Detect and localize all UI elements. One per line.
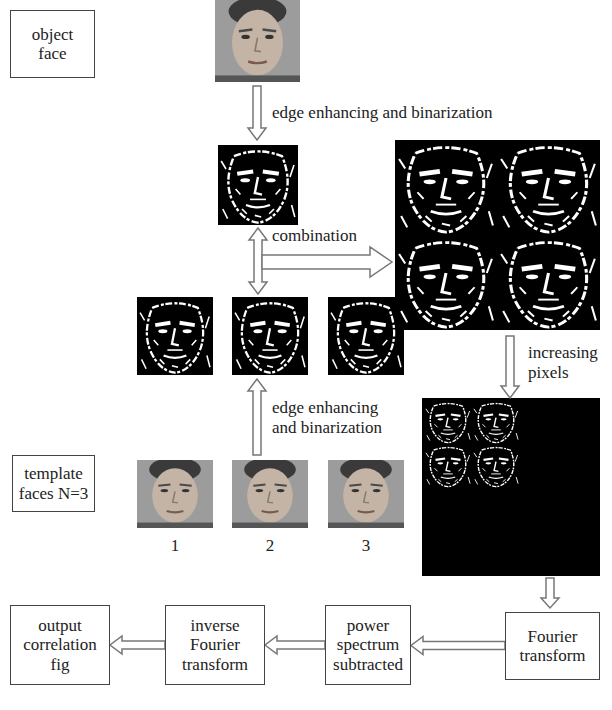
template-number: 2 (255, 536, 285, 556)
label-box: object face (10, 10, 95, 78)
box-text: inverse Fourier transform (171, 616, 259, 673)
padded-image (422, 398, 600, 576)
template-photo (232, 457, 308, 528)
hollow-arrow (248, 86, 266, 140)
hollow-arrow (501, 336, 519, 398)
step-label: increasing pixels (528, 343, 608, 382)
binary-face (218, 145, 298, 225)
template-number: 3 (351, 536, 381, 556)
padded-face (424, 400, 472, 444)
combined-face (497, 235, 600, 330)
process-box: power spectrum subtracted (325, 605, 411, 685)
process-box: inverse Fourier transform (165, 605, 265, 685)
hollow-arrow (110, 636, 165, 654)
object-photo (215, 0, 300, 82)
hollow-arrow (541, 578, 559, 608)
template-number: 1 (160, 536, 190, 556)
box-text: power spectrum subtracted (331, 616, 405, 673)
process-box: output correlation fig (10, 605, 110, 685)
binary-face (232, 297, 308, 375)
hollow-arrow (248, 379, 266, 455)
combined-face (395, 235, 497, 330)
step-label: edge enhancing and binarization (272, 398, 396, 437)
step-label: edge enhancing and binarization (272, 103, 532, 123)
hollow-arrow (265, 636, 325, 654)
box-text: Fourier transform (511, 627, 594, 665)
binary-face (137, 297, 213, 375)
padded-face (472, 444, 520, 488)
padded-face (472, 400, 520, 444)
binary-face (328, 297, 404, 375)
step-label: combination (272, 226, 368, 246)
combined-face (395, 140, 497, 235)
hollow-arrow (411, 637, 505, 655)
box-text: template faces N=3 (18, 464, 89, 502)
padded-face (424, 444, 472, 488)
combined-face (497, 140, 600, 235)
template-photo (137, 457, 213, 528)
big-arrow (262, 247, 392, 277)
box-text: object face (16, 25, 89, 63)
template-photo (328, 457, 404, 528)
box-text: output correlation fig (16, 616, 104, 673)
process-box: Fourier transform (505, 612, 600, 680)
label-box: template faces N=3 (12, 455, 95, 512)
